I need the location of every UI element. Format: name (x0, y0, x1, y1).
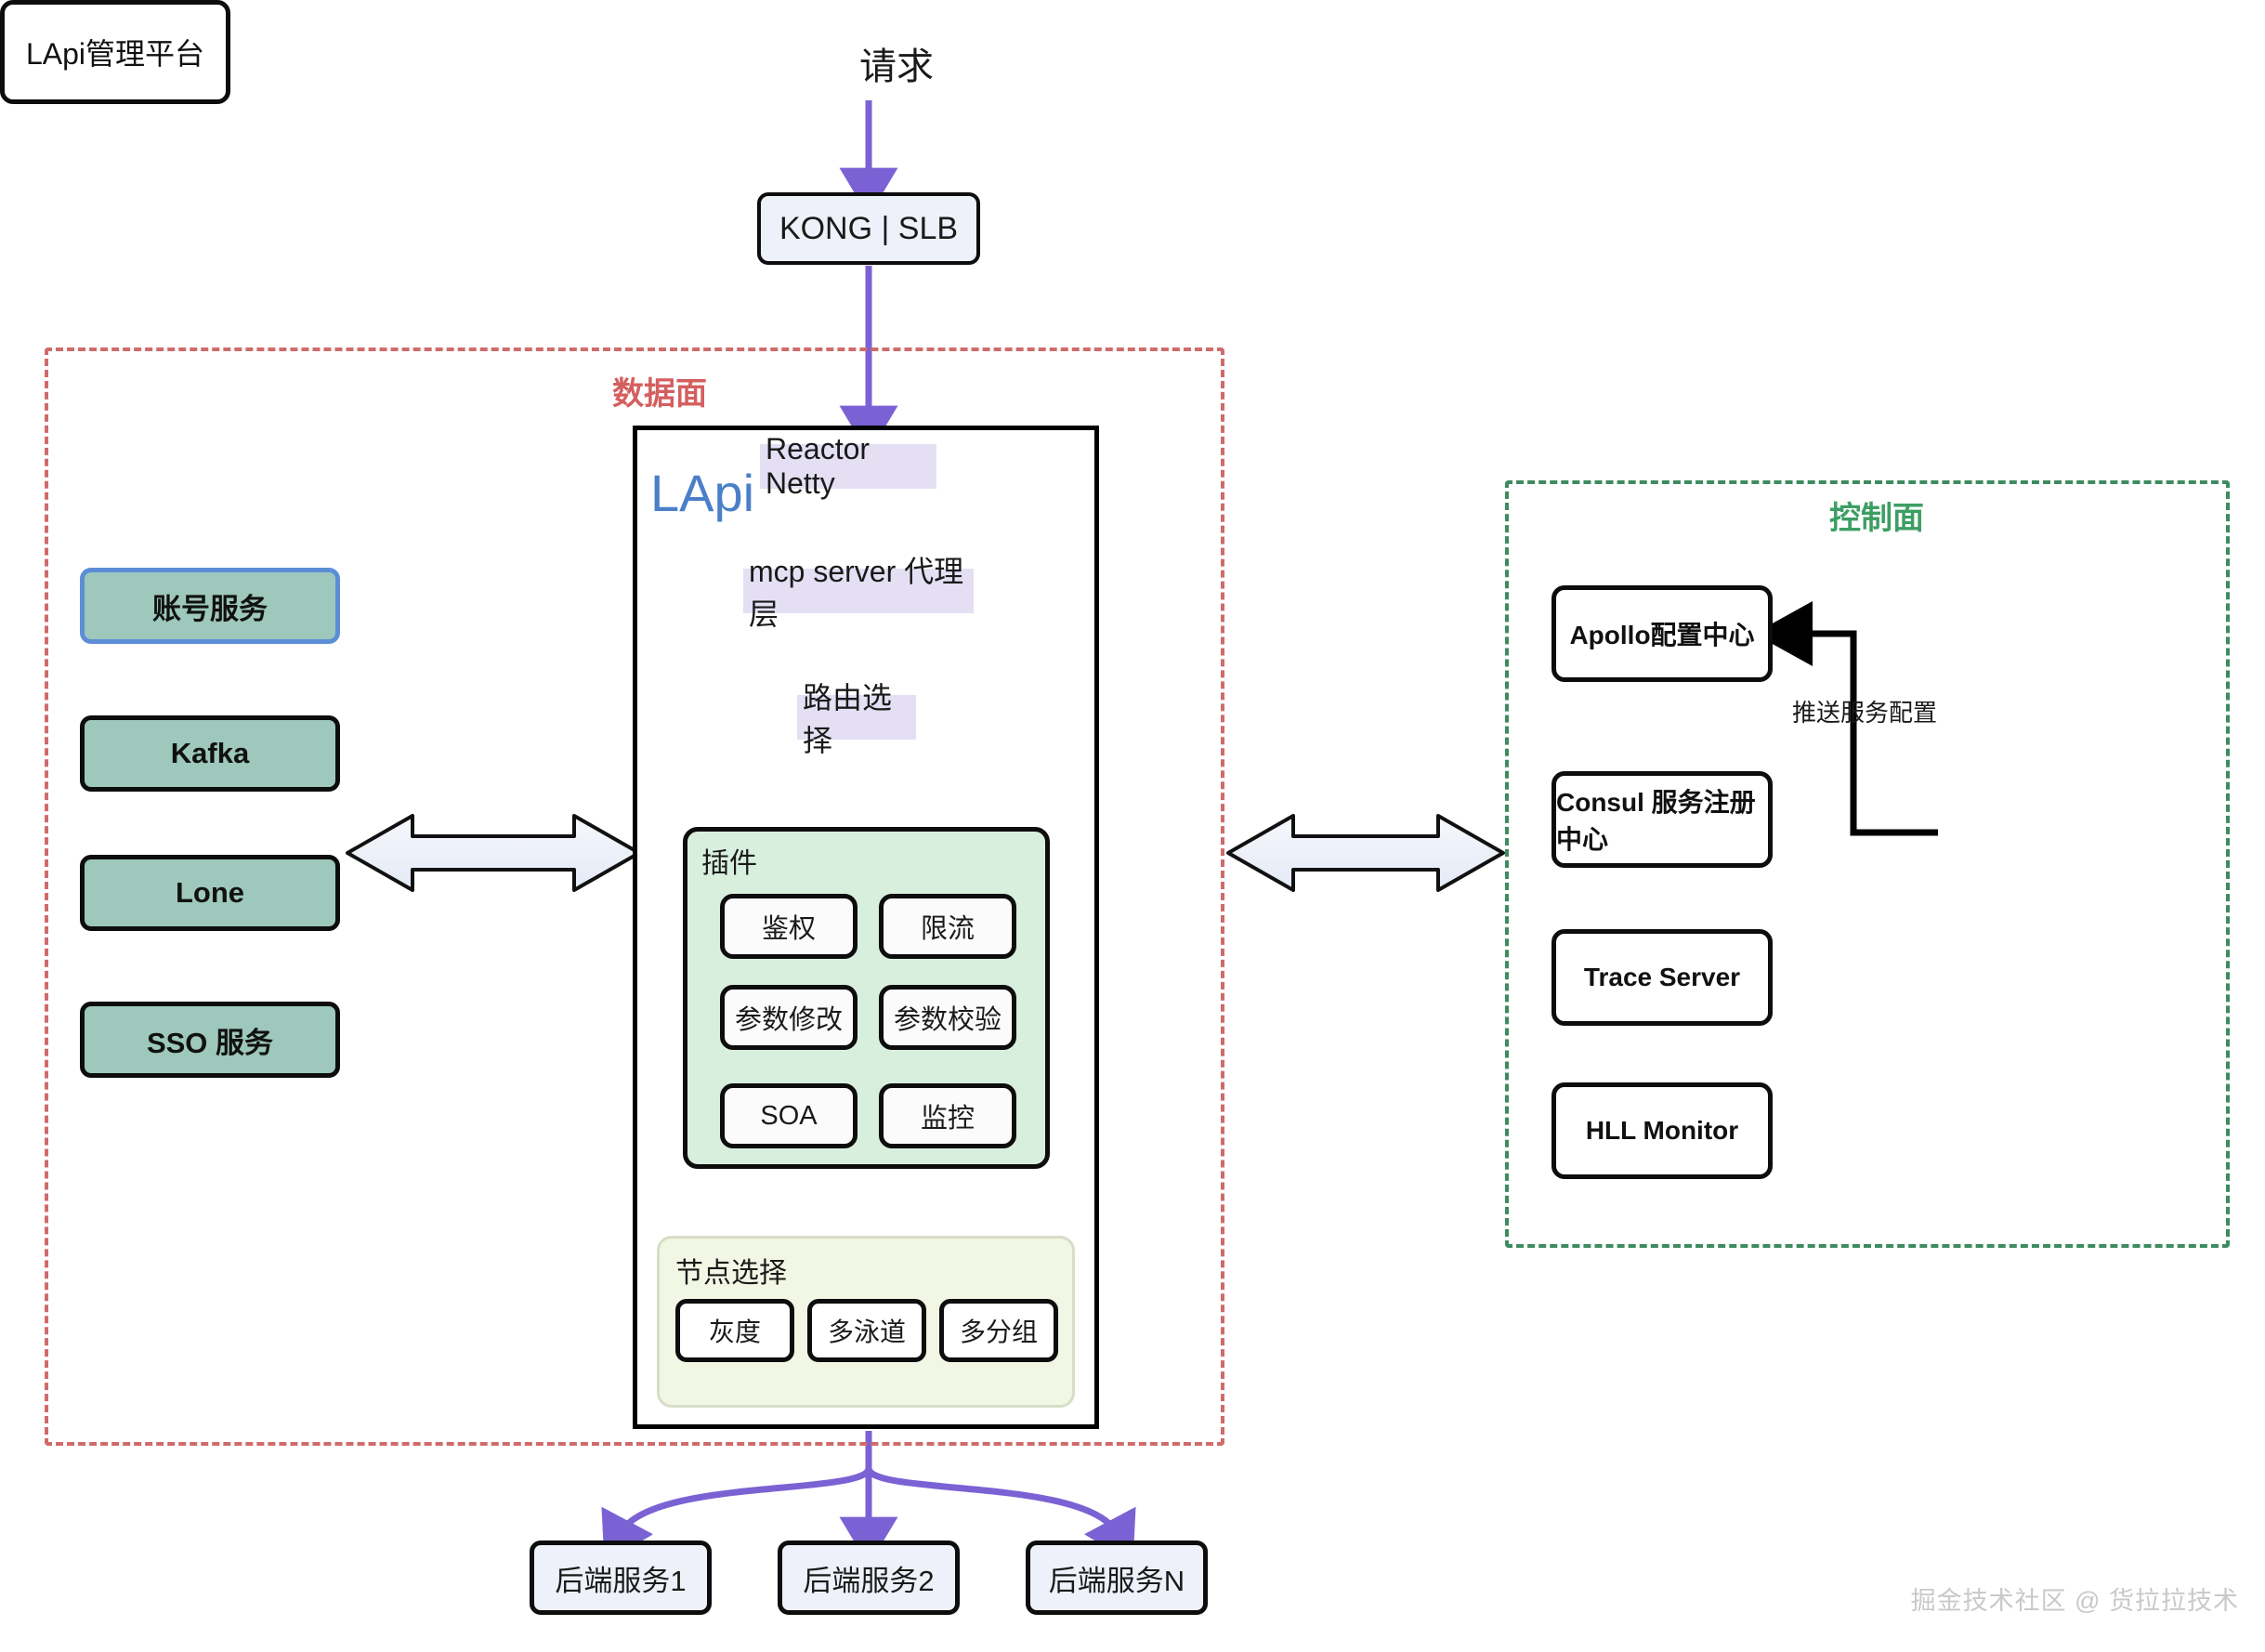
plugin-param-modify[interactable]: 参数修改 (720, 985, 858, 1050)
control-node-consul[interactable]: Consul 服务注册中心 (1551, 771, 1773, 868)
lapi-management-platform[interactable]: LApi管理平台 (0, 0, 230, 104)
arrow-lapi-to-backend1 (601, 1431, 872, 1564)
plugin-auth[interactable]: 鉴权 (720, 894, 858, 959)
backend-service-1[interactable]: 后端服务1 (530, 1541, 712, 1615)
push-config-label: 推送服务配置 (1791, 698, 1937, 727)
double-arrow-dataplane-controlplane (1226, 814, 1505, 892)
request-label: 请求 (859, 46, 934, 87)
layer-route-selection: 路由选择 (797, 681, 916, 757)
backend-service-n[interactable]: 后端服务N (1026, 1541, 1208, 1615)
control-node-hll-monitor[interactable]: HLL Monitor (1551, 1082, 1773, 1179)
plugins-title: 插件 (701, 848, 757, 879)
service-kafka[interactable]: Kafka (80, 715, 340, 792)
watermark: 掘金技术社区 @ 货拉拉技术 (1910, 1586, 2239, 1615)
data-plane-label: 数据面 (612, 375, 707, 412)
plugin-monitor[interactable]: 监控 (879, 1083, 1016, 1148)
plugin-param-validate[interactable]: 参数校验 (879, 985, 1016, 1050)
node-option-multi-lane[interactable]: 多泳道 (807, 1299, 926, 1362)
service-account[interactable]: 账号服务 (80, 568, 340, 644)
plugin-rate-limit[interactable]: 限流 (879, 894, 1016, 959)
kong-slb-box[interactable]: KONG | SLB (757, 192, 980, 265)
plugin-soa[interactable]: SOA (720, 1083, 858, 1148)
node-selection-title: 节点选择 (675, 1258, 787, 1289)
control-plane-label: 控制面 (1829, 500, 1924, 536)
node-option-multi-group[interactable]: 多分组 (939, 1299, 1058, 1362)
service-sso[interactable]: SSO 服务 (80, 1002, 340, 1078)
control-plane-boundary (1505, 480, 2230, 1248)
service-lone[interactable]: Lone (80, 855, 340, 931)
node-option-gray-release[interactable]: 灰度 (675, 1299, 794, 1362)
lapi-title: LApi (650, 463, 755, 522)
layer-mcp-server-proxy: mcp server 代理层 (743, 555, 974, 631)
control-node-trace-server[interactable]: Trace Server (1551, 929, 1773, 1026)
control-node-apollo[interactable]: Apollo配置中心 (1551, 585, 1773, 682)
backend-service-2[interactable]: 后端服务2 (778, 1541, 960, 1615)
layer-reactor-netty: Reactor Netty (760, 432, 936, 500)
data-plane-boundary (45, 347, 1224, 1446)
arrow-lapi-to-backend3 (865, 1431, 1136, 1564)
